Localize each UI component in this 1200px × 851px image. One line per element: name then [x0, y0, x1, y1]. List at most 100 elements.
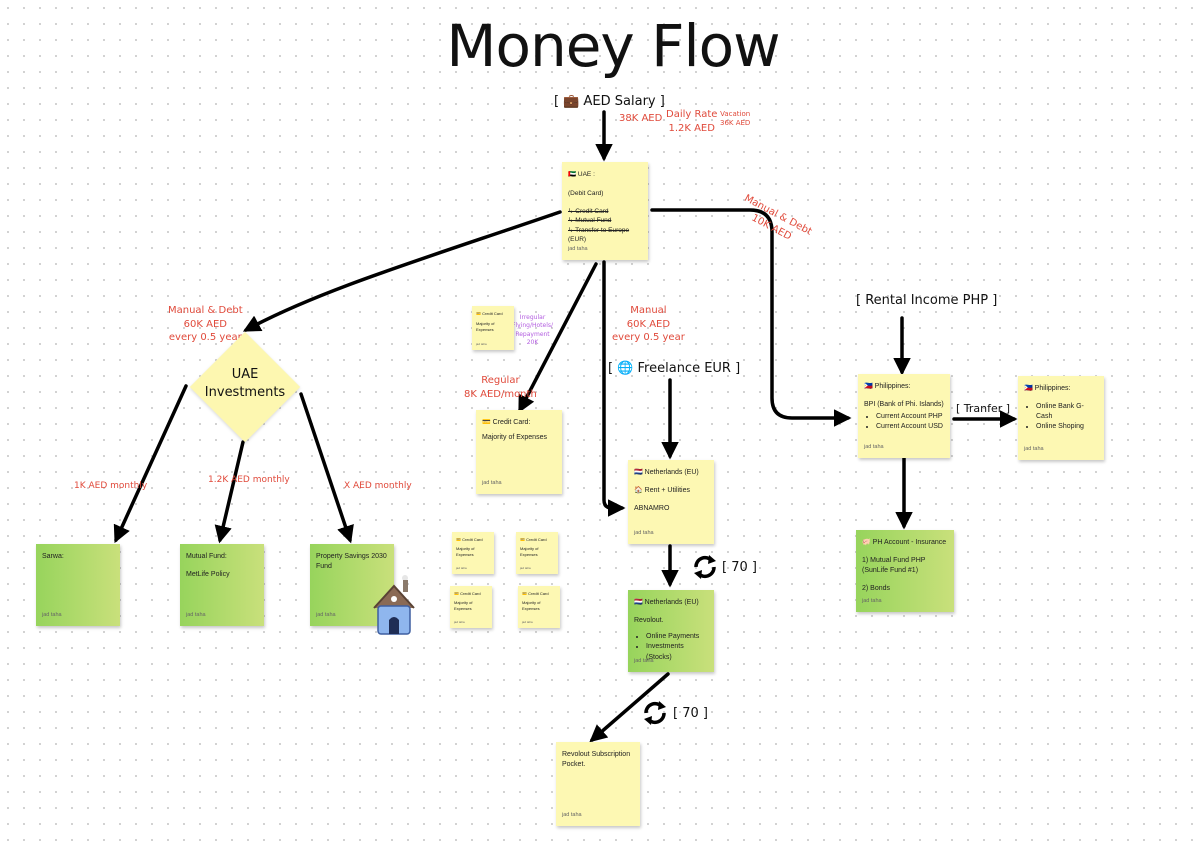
- irregular-annotation: Irregular Flying/Hotels/ Repayment 20K: [512, 314, 553, 348]
- small-card-title: 💳 Credit Card: [476, 311, 503, 316]
- vacation-value: 36K AED: [720, 119, 751, 128]
- note-author: jad taha: [634, 530, 654, 537]
- bpi-line1: BPI (Bank of Phi. Islands): [864, 401, 944, 409]
- uae-note-title: 🇦🇪 UAE :: [568, 171, 595, 178]
- revolut-list-item: Investments (Stocks): [646, 642, 708, 662]
- mini-credit-card-note[interactable]: 💳 Credit Card Majority of Expenses jad t…: [452, 532, 494, 574]
- uae-note-item: ↳ Mutual Fund: [568, 217, 612, 225]
- pocket-title: Revolout Subscription Pocket.: [562, 751, 631, 769]
- salary-amount-annotation: 38K AED: [619, 113, 663, 124]
- rental-income-label: [ Rental Income PHP ]: [856, 293, 998, 308]
- netherlands-abnamro-note[interactable]: 🇳🇱 Netherlands (EU) 🏠 Rent + Utilities A…: [628, 460, 714, 544]
- philippines-bpi-note[interactable]: 🇵🇭 Philippines: BPI (Bank of Phi. Island…: [858, 374, 950, 458]
- arrow-investments-to-mutual: [214, 440, 245, 544]
- note-author: jad taha: [520, 565, 531, 570]
- invest-transfer-line1: Manual & Debt: [168, 305, 243, 316]
- note-author: jad taha: [482, 480, 502, 487]
- cycle-count-1: [ 70 ]: [722, 560, 757, 575]
- arrow-uae-to-creditcard: [518, 262, 598, 414]
- vacation-label: Vacation: [720, 110, 751, 118]
- refresh-icon: [694, 555, 716, 579]
- mini-card-body: Majority of Expenses: [520, 545, 539, 557]
- irregular-line3: Repayment: [515, 330, 550, 338]
- note-author: jad taha: [316, 612, 336, 619]
- revolut-list: Online Payments Investments (Stocks): [634, 632, 708, 662]
- bpi-list-item: Current Account USD: [876, 422, 944, 432]
- netherlands-revolut-note[interactable]: 🇳🇱 Netherlands (EU) Revolout. Online Pay…: [628, 590, 714, 672]
- credit-card-small-note[interactable]: 💳 Credit Card Majority of Expenses jad t…: [472, 306, 514, 350]
- arrow-uae-to-investments: [242, 210, 562, 332]
- regular-line1: Regular: [481, 375, 520, 386]
- arrow-investments-to-property: [299, 392, 354, 544]
- gcash-list-item: Online Shoping: [1036, 422, 1098, 432]
- mini-credit-card-note[interactable]: 💳 Credit Card Majority of Expenses jad t…: [518, 586, 560, 628]
- regular-line2: 8K AED/month: [464, 388, 537, 400]
- mini-card-title: 💳 Credit Card: [522, 591, 549, 596]
- philippines-gcash-note[interactable]: 🇵🇭 Philippines: Online Bank G-Cash Onlin…: [1018, 376, 1104, 460]
- note-author: jad taha: [862, 598, 882, 605]
- uae-note-item: ↳ Credit Card: [568, 207, 609, 215]
- ph-insurance-note[interactable]: 🐖 PH Account - Insurance 1) Mutual Fund …: [856, 530, 954, 612]
- diamond-line1: UAE: [231, 367, 259, 382]
- note-author: jad taha: [186, 612, 206, 619]
- diamond-line2: Investments: [204, 384, 286, 400]
- freelance-transfer-line1: Manual: [630, 305, 667, 316]
- mini-card-title: 💳 Credit Card: [456, 537, 483, 542]
- abn-line2: ABNAMRO: [634, 505, 670, 513]
- revolut-list-item: Online Payments: [646, 632, 708, 642]
- daily-rate-label: Daily Rate: [666, 109, 718, 120]
- bpi-list: Current Account PHP Current Account USD: [864, 412, 944, 432]
- note-author: jad taha: [864, 444, 884, 451]
- mini-card-body: Majority of Expenses: [456, 545, 475, 557]
- gcash-list: Online Bank G-Cash Online Shoping: [1024, 402, 1098, 432]
- mutual-fund-note[interactable]: Mutual Fund: MetLife Policy jad taha: [180, 544, 264, 626]
- note-author: jad taha: [456, 565, 467, 570]
- mini-credit-card-note[interactable]: 💳 Credit Card Majority of Expenses jad t…: [516, 532, 558, 574]
- note-author: jad taha: [562, 812, 582, 819]
- mutual-fund-title: Mutual Fund:: [186, 553, 227, 560]
- mini-card-body: Majority of Expenses: [522, 599, 541, 611]
- insurance-line2: 2) Bonds: [862, 585, 891, 593]
- bpi-title: 🇵🇭 Philippines:: [864, 383, 911, 390]
- property-title: Property Savings 2030 Fund: [316, 553, 387, 571]
- regular-annotation: Regular 8K AED/month: [464, 374, 537, 401]
- uae-note-subtitle: (Debit Card): [568, 190, 604, 198]
- mini-card-body: Majority of Expenses: [454, 599, 473, 611]
- uae-investments-diamond[interactable]: UAE Investments: [189, 331, 301, 443]
- abn-line1: 🏠 Rent + Utilities: [634, 487, 690, 495]
- mutual-fund-body: MetLife Policy: [186, 571, 230, 579]
- insurance-title: 🐖 PH Account - Insurance: [862, 539, 947, 546]
- page-title: Money Flow: [446, 12, 780, 80]
- freelance-transfer-line2: 60K AED: [626, 318, 671, 330]
- abn-title: 🇳🇱 Netherlands (EU): [634, 469, 699, 476]
- arrow-investments-to-sarwa: [113, 384, 188, 544]
- gcash-title: 🇵🇭 Philippines:: [1024, 385, 1071, 392]
- transfer-label: [ Tranfer ]: [956, 402, 1011, 415]
- note-author: jad taha: [522, 619, 533, 624]
- refresh-icon: [644, 701, 666, 725]
- revolut-line1: Revolout.: [634, 617, 664, 625]
- house-icon: [373, 575, 415, 635]
- aed-salary-label: [ 💼 AED Salary ]: [554, 94, 665, 109]
- credit-card-title: 💳 Credit Card:: [482, 419, 531, 426]
- sarwa-monthly-annotation: 1K AED monthly: [74, 481, 148, 491]
- credit-card-note[interactable]: 💳 Credit Card: Majority of Expenses jad …: [476, 410, 562, 494]
- sarwa-note[interactable]: Sarwa: jad taha: [36, 544, 120, 626]
- freelance-transfer-annotation: Manual 60K AED every 0.5 year: [612, 304, 685, 345]
- insurance-line1: 1) Mutual Fund PHP (SunLife Fund #1): [862, 557, 926, 575]
- daily-rate-annotation: Daily Rate 1.2K AED: [666, 108, 717, 135]
- uae-note-item: ↳ Transfer to Europe: [568, 226, 630, 234]
- gcash-list-item: Online Bank G-Cash: [1036, 402, 1098, 422]
- arrow-uae-to-philippines: [650, 208, 852, 427]
- uae-debit-note[interactable]: 🇦🇪 UAE : (Debit Card) ↳ Credit Card ↳ Mu…: [562, 162, 648, 260]
- invest-transfer-line2: 60K AED: [183, 318, 227, 330]
- note-author: jad taha: [476, 341, 487, 346]
- arrow-revolut-to-pocket: [589, 672, 670, 743]
- sarwa-title: Sarwa:: [42, 553, 64, 560]
- vacation-annotation: Vacation 36K AED: [720, 110, 750, 129]
- revolut-pocket-note[interactable]: Revolout Subscription Pocket. jad taha: [556, 742, 640, 826]
- mini-card-title: 💳 Credit Card: [454, 591, 481, 596]
- invest-transfer-annotation: Manual & Debt 60K AED every 0.5 year: [168, 304, 243, 345]
- mini-credit-card-note[interactable]: 💳 Credit Card Majority of Expenses jad t…: [450, 586, 492, 628]
- bpi-list-item: Current Account PHP: [876, 412, 944, 422]
